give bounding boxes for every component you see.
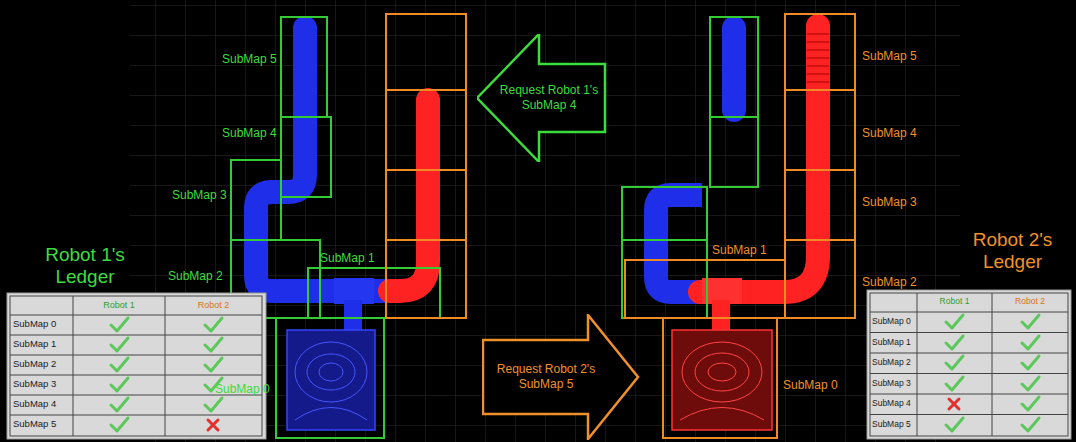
submap-label: SubMap 0 (783, 379, 838, 393)
submap-label: SubMap 2 (862, 276, 917, 290)
table-cell: SubMap 0 (872, 317, 911, 327)
table-cell: SubMap 2 (13, 359, 56, 370)
submap-label: SubMap 2 (168, 270, 223, 284)
column-header: Robot 1 (73, 300, 165, 310)
submap-label: SubMap 3 (862, 196, 917, 210)
submap-label: SubMap 5 (222, 53, 277, 67)
column-header: Robot 1 (917, 297, 992, 307)
table-cell: SubMap 5 (13, 419, 56, 430)
table-cell: SubMap 3 (13, 379, 56, 390)
table-cell: SubMap 4 (13, 399, 56, 410)
table-cell: SubMap 1 (13, 339, 56, 350)
submap-label: SubMap 0 (215, 383, 270, 397)
ledger-table-2 (867, 290, 1071, 439)
submap-label: SubMap 1 (320, 252, 375, 266)
ledger-title: Robot 2's Ledger (955, 229, 1070, 273)
robot1-submap-boxes-right (622, 17, 758, 318)
submap-label: SubMap 1 (712, 244, 767, 258)
request-arrow: Request Robot 2's SubMap 5 (482, 314, 640, 440)
table-cell: SubMap 0 (13, 319, 56, 330)
column-header: Robot 2 (165, 300, 262, 310)
request-arrow: Request Robot 1's SubMap 4 (477, 34, 607, 162)
table-cell: SubMap 3 (872, 379, 911, 389)
arrow-label: Request Robot 1's SubMap 4 (497, 83, 601, 113)
robot2-submap-boxes-left (386, 14, 466, 318)
submap-label: SubMap 5 (862, 50, 917, 64)
ledger-title: Robot 1's Ledger (30, 244, 140, 288)
submap-label: SubMap 3 (172, 189, 227, 203)
table-cell: SubMap 5 (872, 420, 911, 430)
table-cell: SubMap 2 (872, 358, 911, 368)
submap-label: SubMap 4 (222, 127, 277, 141)
column-header: Robot 2 (992, 297, 1068, 307)
table-cell: SubMap 4 (872, 399, 911, 409)
robot2-map (656, 26, 829, 430)
robot2-submap-boxes (625, 14, 855, 438)
arrow-label: Request Robot 2's SubMap 5 (488, 362, 604, 392)
submap-label: SubMap 4 (862, 127, 917, 141)
ledger-table-1 (7, 293, 266, 439)
table-cell: SubMap 1 (872, 338, 911, 348)
